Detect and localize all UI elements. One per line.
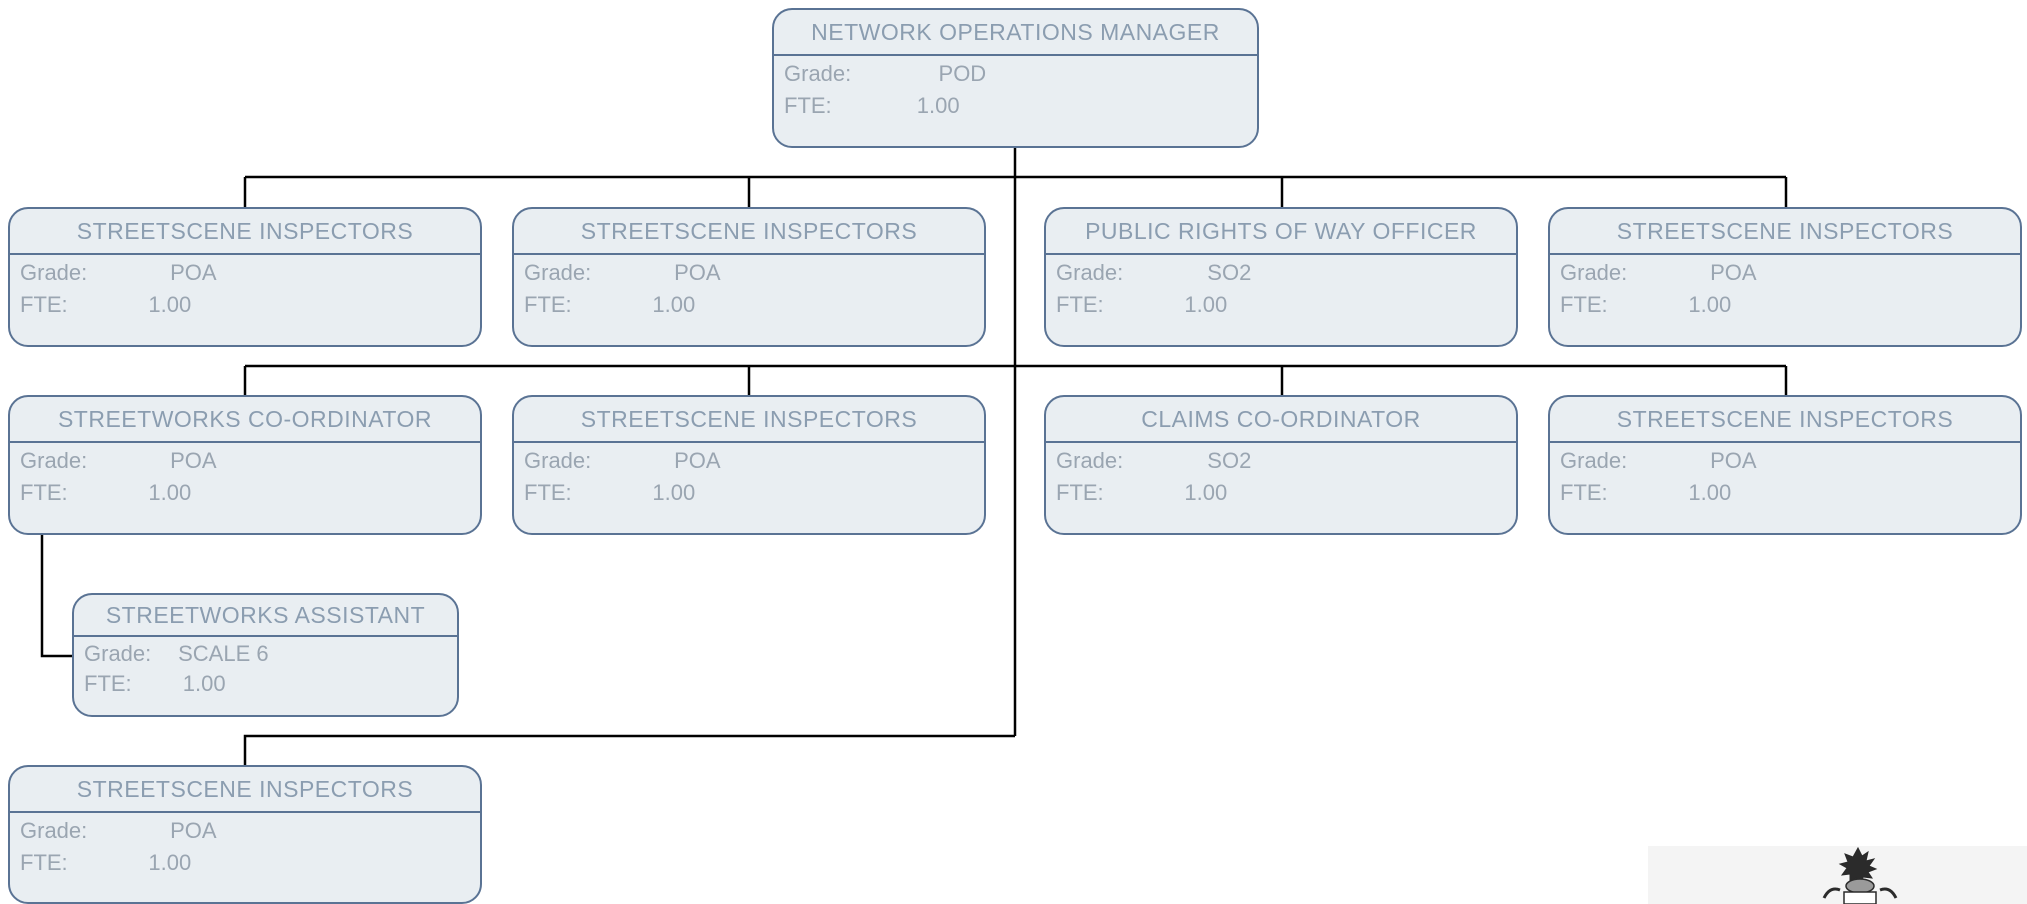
crest-icon xyxy=(1822,846,1898,904)
grade-label: Grade: xyxy=(784,61,852,86)
grade-label: Grade: xyxy=(1560,260,1628,285)
node-public-rights-of-way-officer: PUBLIC RIGHTS OF WAY OFFICER Grade: SO2 F… xyxy=(1044,207,1518,347)
grade-row: Grade: POD xyxy=(774,58,1257,90)
node-claims-co-ordinator: CLAIMS CO-ORDINATOR Grade: SO2 FTE: 1.00 xyxy=(1044,395,1518,535)
node-title: PUBLIC RIGHTS OF WAY OFFICER xyxy=(1046,209,1516,255)
fte-label: FTE: xyxy=(1560,292,1608,317)
node-title: STREETWORKS ASSISTANT xyxy=(74,595,457,637)
fte-value: 1.00 xyxy=(1184,480,1228,505)
fte-value: 1.00 xyxy=(652,292,696,317)
node-title: STREETSCENE INSPECTORS xyxy=(1550,397,2020,443)
bottom-connector xyxy=(243,734,1015,765)
node-title: STREETWORKS CO-ORDINATOR xyxy=(10,397,480,443)
fte-value: 1.00 xyxy=(916,93,960,118)
fte-row: FTE: 1.00 xyxy=(1550,477,2020,509)
fte-value: 1.00 xyxy=(1688,292,1732,317)
grade-label: Grade: xyxy=(20,448,88,473)
fte-label: FTE: xyxy=(784,93,832,118)
fte-label: FTE: xyxy=(1056,480,1104,505)
fte-value: 1.00 xyxy=(1688,480,1732,505)
grade-label: Grade: xyxy=(84,641,152,666)
crest-emblem xyxy=(1648,846,2027,904)
node-streetworks-co-ordinator: STREETWORKS CO-ORDINATOR Grade: POA FTE: 1… xyxy=(8,395,482,535)
grade-value: POA xyxy=(170,260,217,285)
fte-row: FTE: 1.00 xyxy=(514,477,984,509)
fte-label: FTE: xyxy=(1560,480,1608,505)
node-title: NETWORK OPERATIONS MANAGER xyxy=(774,10,1257,56)
node-streetscene-inspectors-6: STREETSCENE INSPECTORS Grade: POA FTE: 1.0… xyxy=(8,765,482,904)
grade-value: POA xyxy=(170,818,217,843)
fte-value: 1.00 xyxy=(652,480,696,505)
grade-row: Grade: POA xyxy=(1550,257,2020,289)
node-title: STREETSCENE INSPECTORS xyxy=(1550,209,2020,255)
fte-value: 1.00 xyxy=(1184,292,1228,317)
grade-value: POD xyxy=(938,61,987,86)
grade-value: SCALE 6 xyxy=(178,641,269,666)
fte-label: FTE: xyxy=(20,292,68,317)
fte-row: FTE: 1.00 xyxy=(10,847,480,879)
grade-label: Grade: xyxy=(524,260,592,285)
fte-label: FTE: xyxy=(524,480,572,505)
grade-label: Grade: xyxy=(1056,448,1124,473)
fte-row: FTE: 1.00 xyxy=(10,289,480,321)
grade-row: Grade: SO2 xyxy=(1046,257,1516,289)
grade-row: Grade: POA xyxy=(10,257,480,289)
fte-label: FTE: xyxy=(20,850,68,875)
node-streetscene-inspectors-4: STREETSCENE INSPECTORS Grade: POA FTE: 1.0… xyxy=(512,395,986,535)
fte-label: FTE: xyxy=(20,480,68,505)
node-title: STREETSCENE INSPECTORS xyxy=(514,209,984,255)
fte-label: FTE: xyxy=(84,671,132,696)
fte-row: FTE: 1.00 xyxy=(514,289,984,321)
fte-value: 1.00 xyxy=(148,292,192,317)
grade-label: Grade: xyxy=(20,260,88,285)
grade-row: Grade: POA xyxy=(514,445,984,477)
grade-label: Grade: xyxy=(1560,448,1628,473)
grade-value: POA xyxy=(170,448,217,473)
grade-label: Grade: xyxy=(1056,260,1124,285)
node-network-operations-manager: NETWORK OPERATIONS MANAGER Grade: POD FTE… xyxy=(772,8,1259,148)
grade-value: POA xyxy=(1710,260,1757,285)
node-streetscene-inspectors-2: STREETSCENE INSPECTORS Grade: POA FTE: 1.0… xyxy=(512,207,986,347)
node-title: STREETSCENE INSPECTORS xyxy=(514,397,984,443)
node-streetworks-assistant: STREETWORKS ASSISTANT Grade: SCALE 6 FTE:… xyxy=(72,593,459,717)
grade-value: POA xyxy=(674,448,721,473)
fte-row: FTE: 1.00 xyxy=(774,90,1257,122)
fte-label: FTE: xyxy=(524,292,572,317)
node-title: CLAIMS CO-ORDINATOR xyxy=(1046,397,1516,443)
node-streetscene-inspectors-5: STREETSCENE INSPECTORS Grade: POA FTE: 1.0… xyxy=(1548,395,2022,535)
grade-value: SO2 xyxy=(1207,448,1252,473)
grade-row: Grade: POA xyxy=(10,815,480,847)
grade-row: Grade: POA xyxy=(10,445,480,477)
fte-row: FTE: 1.00 xyxy=(10,477,480,509)
node-streetscene-inspectors-1: STREETSCENE INSPECTORS Grade: POA FTE: 1.0… xyxy=(8,207,482,347)
grade-value: SO2 xyxy=(1207,260,1252,285)
grade-label: Grade: xyxy=(20,818,88,843)
fte-row: FTE: 1.00 xyxy=(1550,289,2020,321)
grade-row: Grade: SCALE 6 xyxy=(74,639,457,669)
grade-row: Grade: POA xyxy=(514,257,984,289)
node-title: STREETSCENE INSPECTORS xyxy=(10,767,480,813)
fte-row: FTE: 1.00 xyxy=(1046,289,1516,321)
assistant-connector xyxy=(40,534,72,658)
fte-value: 1.00 xyxy=(148,850,192,875)
grade-row: Grade: POA xyxy=(1550,445,2020,477)
grade-row: Grade: SO2 xyxy=(1046,445,1516,477)
grade-label: Grade: xyxy=(524,448,592,473)
fte-row: FTE: 1.00 xyxy=(1046,477,1516,509)
fte-value: 1.00 xyxy=(148,480,192,505)
node-streetscene-inspectors-3: STREETSCENE INSPECTORS Grade: POA FTE: 1.0… xyxy=(1548,207,2022,347)
node-title: STREETSCENE INSPECTORS xyxy=(10,209,480,255)
grade-value: POA xyxy=(1710,448,1757,473)
grade-value: POA xyxy=(674,260,721,285)
fte-value: 1.00 xyxy=(182,671,226,696)
fte-label: FTE: xyxy=(1056,292,1104,317)
fte-row: FTE: 1.00 xyxy=(74,669,457,699)
